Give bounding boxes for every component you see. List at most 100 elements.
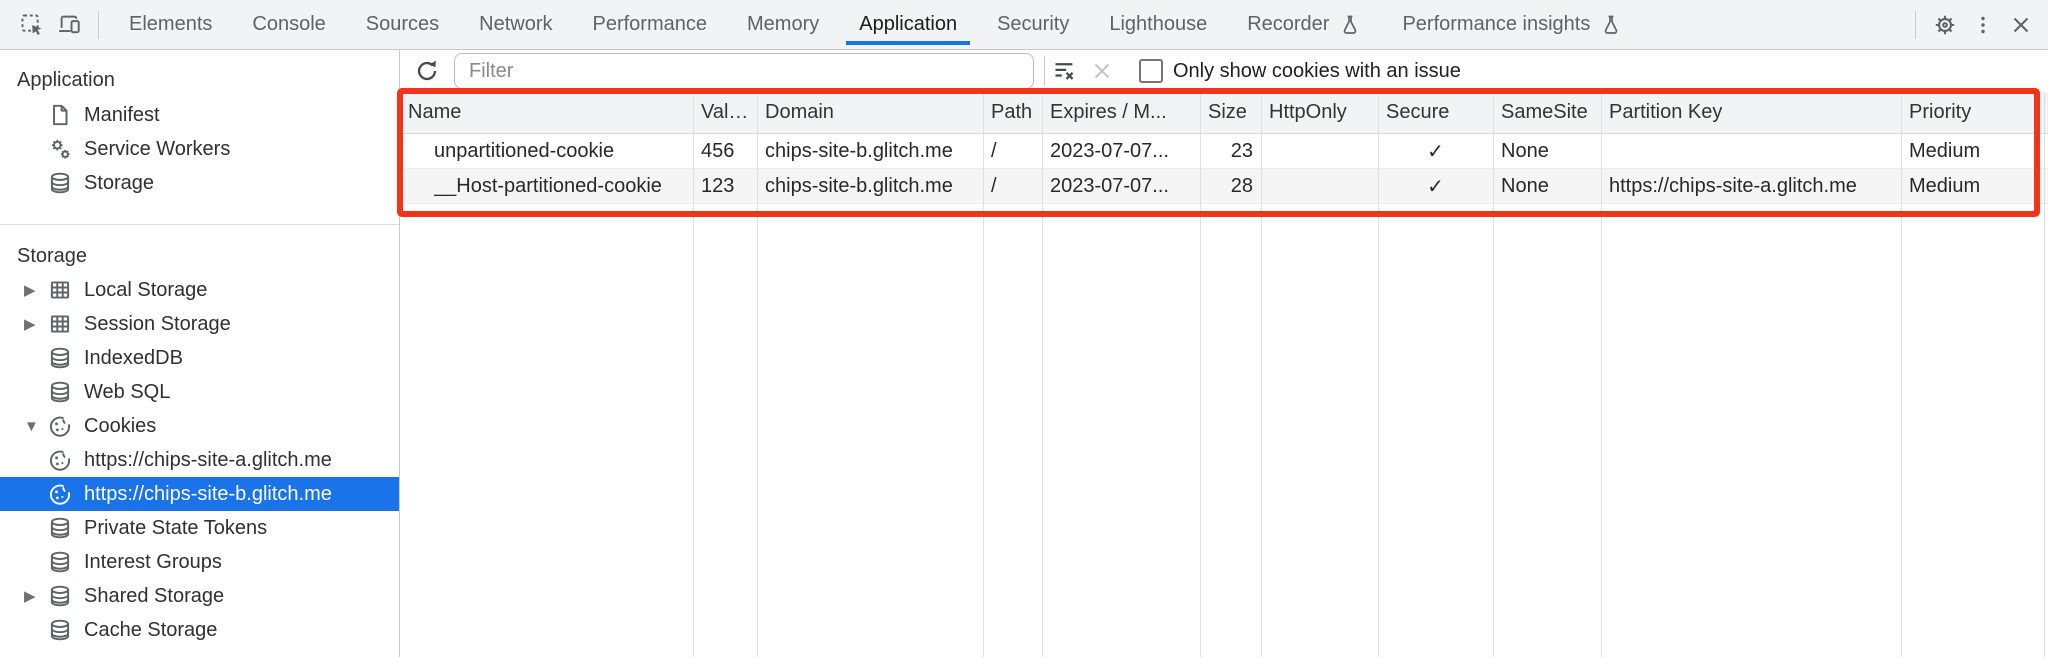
devtools-tab-bar: Elements Console Sources Network Perform… [0,0,2048,50]
cell-secure-checkmark: ✓ [1427,140,1444,163]
toolbar-divider [98,10,99,39]
cookie-icon [47,413,73,439]
cell-partition-key: https://chips-site-a.glitch.me [1609,174,1857,197]
sidebar-section-storage: Storage [17,244,88,267]
table-icon [47,311,73,337]
only-show-issue-label: Only show cookies with an issue [1173,59,1461,82]
cell-value: 456 [701,139,735,162]
database-icon [47,583,73,609]
refresh-icon[interactable] [408,52,446,90]
database-icon [47,515,73,541]
cell-samesite: None [1501,174,1549,197]
cell-size: 28 [1230,174,1253,197]
database-icon [47,170,73,196]
more-options-icon[interactable] [1964,4,2002,46]
file-icon [47,102,73,128]
cell-value: 123 [701,174,735,197]
column-header-name[interactable]: Name [408,101,462,123]
sidebar-item-shared-storage[interactable]: ▶ Shared Storage [0,579,399,613]
cell-priority: Medium [1909,174,1981,197]
cell-path: / [991,139,997,162]
column-header-partition-key[interactable]: Partition Key [1609,101,1723,123]
column-header-expires[interactable]: Expires / M... [1050,101,1167,123]
cell-httponly [1261,134,1378,168]
sidebar-item-private-state-tokens[interactable]: Private State Tokens [0,511,399,545]
cookie-row-unpartitioned[interactable]: unpartitioned-cookie 456 chips-site-b.gl… [400,134,2048,169]
toolbar-divider [1915,10,1916,39]
cookies-panel: Only show cookies with an issue Name Val… [400,50,2048,657]
chevron-right-icon[interactable]: ▶ [24,315,36,333]
database-icon [47,345,73,371]
cell-httponly [1261,169,1378,203]
device-toolbar-icon[interactable] [50,4,88,46]
settings-gear-icon[interactable] [1926,4,1964,46]
column-header-path[interactable]: Path [991,101,1033,123]
table-icon [47,277,73,303]
tab-memory[interactable]: Memory [747,13,820,35]
cookie-icon [47,481,73,507]
close-icon[interactable] [2002,4,2040,46]
chevron-right-icon[interactable]: ▶ [24,587,36,605]
database-icon [47,379,73,405]
cookie-row-host-partitioned[interactable]: __Host-partitioned-cookie 123 chips-site… [400,169,2048,204]
column-header-samesite[interactable]: SameSite [1501,101,1588,123]
sidebar-item-cookies-chips-site-a[interactable]: https://chips-site-a.glitch.me [0,443,399,477]
tab-performance[interactable]: Performance [592,13,708,35]
sidebar-item-cache-storage[interactable]: Cache Storage [0,613,399,647]
tab-lighthouse[interactable]: Lighthouse [1109,13,1208,35]
experiment-flask-icon [1599,13,1623,37]
tab-console[interactable]: Console [252,13,326,35]
database-icon [47,617,73,643]
tab-elements[interactable]: Elements [129,13,213,35]
cell-secure-checkmark: ✓ [1427,175,1444,198]
filter-input[interactable] [454,53,1034,89]
cell-path: / [991,174,997,197]
tab-performance-insights[interactable]: Performance insights [1382,0,1643,49]
chevron-down-icon[interactable]: ▼ [24,417,39,435]
sidebar-item-interest-groups[interactable]: Interest Groups [0,545,399,579]
cell-size: 23 [1230,139,1253,162]
sidebar-item-cookies-chips-site-b[interactable]: https://chips-site-b.glitch.me [0,477,399,511]
sidebar-item-service-workers[interactable]: Service Workers [0,132,399,166]
delete-selected-icon[interactable] [1083,52,1121,90]
cell-domain: chips-site-b.glitch.me [765,174,953,197]
experiment-flask-icon [1338,13,1362,37]
cell-name: __Host-partitioned-cookie [434,174,662,197]
column-header-value[interactable]: Value [701,101,749,123]
chevron-right-icon[interactable]: ▶ [24,281,36,299]
cell-samesite: None [1501,139,1549,162]
only-show-issue-checkbox[interactable] [1139,59,1163,83]
sidebar-item-storage[interactable]: Storage [0,166,399,200]
sidebar-section-application: Application [17,68,115,91]
gears-icon [47,136,73,162]
sidebar-item-session-storage[interactable]: ▶ Session Storage [0,307,399,341]
cell-partition-key [1601,134,1901,168]
cookies-table-header: Name Value Domain Path Expires / M... Si… [400,92,2048,134]
tab-application[interactable]: Application [839,0,977,49]
cell-domain: chips-site-b.glitch.me [765,139,953,162]
column-header-priority[interactable]: Priority [1909,101,1972,123]
clear-filter-icon[interactable] [1045,52,1083,90]
column-header-domain[interactable]: Domain [765,101,834,123]
column-header-httponly[interactable]: HttpOnly [1269,101,1347,123]
cookies-toolbar: Only show cookies with an issue [400,50,2048,92]
sidebar-item-cookies[interactable]: ▼ Cookies [0,409,399,443]
cookie-icon [47,447,73,473]
tab-network[interactable]: Network [479,13,553,35]
sidebar-item-indexeddb[interactable]: IndexedDB [0,341,399,375]
tab-security[interactable]: Security [997,13,1070,35]
column-header-size[interactable]: Size [1208,101,1247,123]
tab-recorder[interactable]: Recorder [1227,0,1382,49]
cell-expires: 2023-07-07... [1050,174,1169,197]
inspect-element-icon[interactable] [12,4,50,46]
sidebar-item-web-sql[interactable]: Web SQL [0,375,399,409]
sidebar-item-local-storage[interactable]: ▶ Local Storage [0,273,399,307]
cell-priority: Medium [1909,139,1981,162]
application-sidebar: Application Manifest Service Workers Sto… [0,50,400,657]
column-header-secure[interactable]: Secure [1386,101,1450,123]
sidebar-item-manifest[interactable]: Manifest [0,98,399,132]
tab-bar-right-controls [1905,4,2048,46]
tab-sources[interactable]: Sources [365,13,440,35]
toolbar-divider [1044,56,1045,86]
